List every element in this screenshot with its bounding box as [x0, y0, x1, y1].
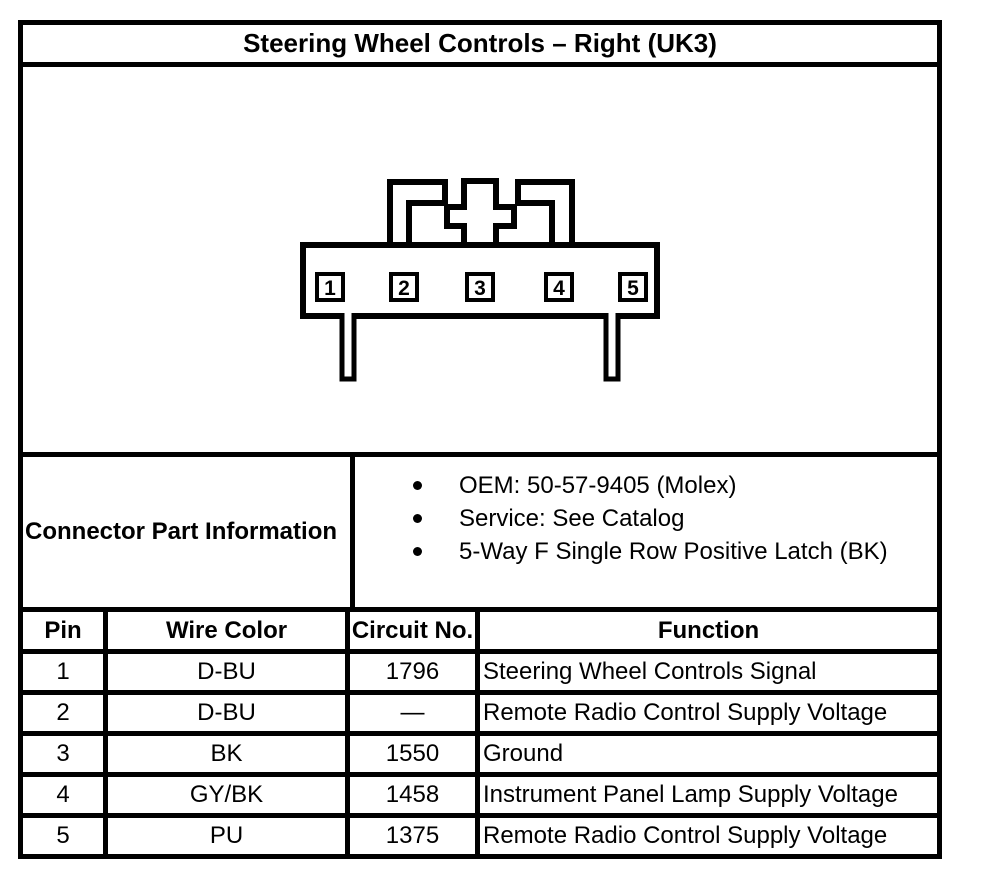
header-circuit-no: Circuit No. — [350, 612, 480, 649]
pin-table-header-row: Pin Wire Color Circuit No. Function — [23, 612, 937, 654]
pin-number: 1 — [23, 654, 108, 690]
pin-1-label: 1 — [324, 277, 336, 300]
wire-color: GY/BK — [108, 777, 350, 813]
header-pin: Pin — [23, 612, 108, 649]
pin-3-box — [465, 272, 495, 302]
pin-5-box — [618, 272, 648, 302]
circuit-no: — — [350, 695, 480, 731]
connector-drawing: 1 2 3 4 5 — [300, 178, 660, 382]
bullet-icon — [413, 547, 422, 556]
pin-1-box — [315, 272, 345, 302]
table-row-pin-2: 2 D-BU — Remote Radio Control Supply Vol… — [23, 695, 937, 736]
wire-color: PU — [108, 818, 350, 854]
pin-2-box — [389, 272, 419, 302]
pin-function: Steering Wheel Controls Signal — [483, 658, 817, 685]
pin-4-box — [544, 272, 574, 302]
part-info-type: 5-Way F Single Row Positive Latch (BK) — [459, 537, 888, 565]
pin-5-label: 5 — [627, 277, 639, 300]
pin-function: Remote Radio Control Supply Voltage — [483, 822, 888, 849]
part-info-header-cell: Connector Part Information — [23, 457, 355, 607]
circuit-no: 1458 — [350, 777, 480, 813]
bullet-icon — [413, 481, 422, 490]
connector-diagram-cell: 1 2 3 4 5 — [23, 67, 937, 457]
pin-number: 5 — [23, 818, 108, 854]
pin-2-label: 2 — [398, 277, 410, 300]
header-wire-color: Wire Color — [108, 612, 350, 649]
table-row-pin-5: 5 PU 1375 Remote Radio Control Supply Vo… — [23, 818, 937, 854]
pin-number: 3 — [23, 736, 108, 772]
header-function: Function — [657, 616, 760, 644]
connector-body — [300, 242, 660, 319]
wire-color: D-BU — [108, 695, 350, 731]
circuit-no: 1796 — [350, 654, 480, 690]
bullet-icon — [413, 514, 422, 523]
part-info-item: OEM: 50-57-9405 (Molex) — [355, 469, 937, 502]
part-info-item: Service: See Catalog — [355, 502, 937, 535]
part-info-oem: OEM: 50-57-9405 (Molex) — [459, 471, 737, 499]
pin-3-label: 3 — [474, 277, 486, 300]
part-info-details-cell: OEM: 50-57-9405 (Molex) Service: See Cat… — [355, 457, 937, 607]
part-info-item: 5-Way F Single Row Positive Latch (BK) — [355, 535, 937, 568]
wire-color: D-BU — [108, 654, 350, 690]
table-row-pin-1: 1 D-BU 1796 Steering Wheel Controls Sign… — [23, 654, 937, 695]
page-title: Steering Wheel Controls – Right (UK3) — [243, 28, 717, 58]
pin-function: Instrument Panel Lamp Supply Voltage — [483, 781, 898, 808]
circuit-no: 1550 — [350, 736, 480, 772]
pin-4-label: 4 — [553, 277, 565, 300]
latch-left-tab — [387, 179, 448, 247]
pin-number: 2 — [23, 695, 108, 731]
connector-info-sheet: Steering Wheel Controls – Right (UK3) — [18, 20, 942, 859]
part-info-title: Connector Part Information — [25, 518, 338, 545]
title-bar: Steering Wheel Controls – Right (UK3) — [23, 25, 937, 67]
latch-center-cross — [444, 178, 517, 247]
table-row-pin-4: 4 GY/BK 1458 Instrument Panel Lamp Suppl… — [23, 777, 937, 818]
pin-number: 4 — [23, 777, 108, 813]
circuit-no: 1375 — [350, 818, 480, 854]
wire-color: BK — [108, 736, 350, 772]
part-info-section: Connector Part Information OEM: 50-57-94… — [23, 457, 937, 612]
latch-right-tab — [515, 179, 575, 247]
pin-cavities — [315, 272, 648, 302]
part-info-service: Service: See Catalog — [459, 504, 685, 532]
connector-leg-right — [603, 313, 621, 382]
pin-numbers: 1 2 3 4 5 — [324, 277, 639, 300]
pin-function: Ground — [483, 740, 564, 767]
table-row-pin-3: 3 BK 1550 Ground — [23, 736, 937, 777]
connector-leg-left — [339, 313, 357, 382]
pin-function: Remote Radio Control Supply Voltage — [483, 699, 888, 726]
